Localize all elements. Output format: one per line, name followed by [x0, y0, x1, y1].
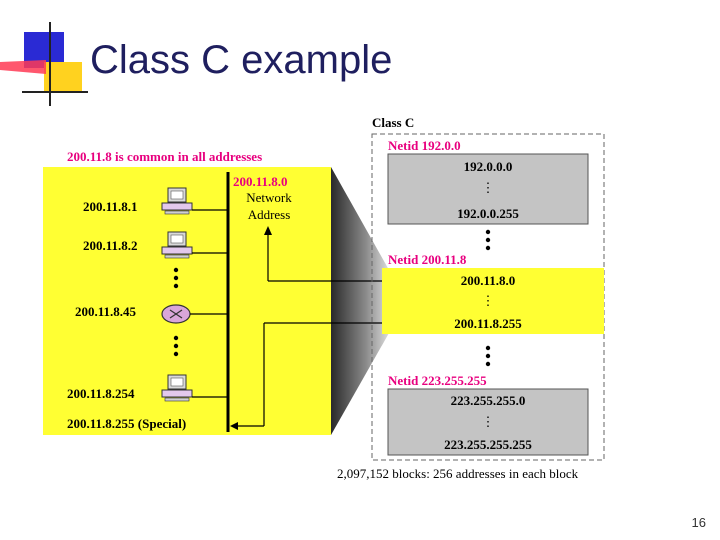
block-gap-dots-1: [485, 229, 491, 251]
network-address-label-1: Network: [246, 190, 292, 205]
block-2: [382, 268, 604, 334]
block-gap-dots-2: [485, 345, 491, 367]
common-note: 200.11.8 is common in all addresses: [67, 149, 262, 164]
blocks-footer: 2,097,152 blocks: 256 addresses in each …: [337, 466, 579, 481]
host-1-label: 200.11.8.1: [83, 199, 138, 214]
netid-1: Netid 192.0.0: [388, 138, 461, 153]
special-label: 200.11.8.255 (Special): [67, 416, 186, 431]
host-4: 200.11.8.254: [67, 374, 228, 402]
network-address-value: 200.11.8.0: [233, 174, 288, 189]
block-1-first: 192.0.0.0: [464, 159, 513, 174]
host-2-label: 200.11.8.2: [83, 238, 138, 253]
host-2: 200.11.8.2: [83, 231, 228, 259]
block-2-first: 200.11.8.0: [461, 273, 516, 288]
special-arrowhead: [230, 422, 238, 430]
network-address-label-2: Address: [248, 207, 291, 222]
class-c-label: Class C: [372, 115, 414, 130]
network-arrowhead: [264, 226, 272, 235]
block-2-last: 200.11.8.255: [454, 316, 522, 331]
netid-3: Netid 223.255.255: [388, 373, 487, 388]
block-1: [387, 153, 589, 225]
block-3-last: 223.255.255.255: [444, 437, 532, 452]
slide-title: Class C example: [90, 38, 393, 82]
block-3-dots: ⋮: [482, 414, 495, 429]
vertical-dots-2: [173, 335, 179, 357]
vertical-dots-1: [173, 267, 179, 289]
host-3: 200.11.8.45: [75, 304, 228, 324]
funnel-shape: [331, 167, 389, 435]
logo-red-swoosh: [0, 60, 46, 74]
host-1: 200.11.8.1: [83, 187, 228, 215]
host-4-label: 200.11.8.254: [67, 386, 135, 401]
corner-logo: [0, 22, 88, 106]
router-icon: [161, 304, 191, 324]
block-1-last: 192.0.0.255: [457, 206, 519, 221]
block-1-dots: ⋮: [482, 180, 495, 195]
block-3: [387, 388, 589, 456]
block-3-first: 223.255.255.0: [451, 393, 526, 408]
host-3-label: 200.11.8.45: [75, 304, 137, 319]
page-number: 16: [691, 515, 706, 530]
netid-2: Netid 200.11.8: [388, 252, 467, 267]
block-2-dots: ⋮: [482, 293, 495, 308]
